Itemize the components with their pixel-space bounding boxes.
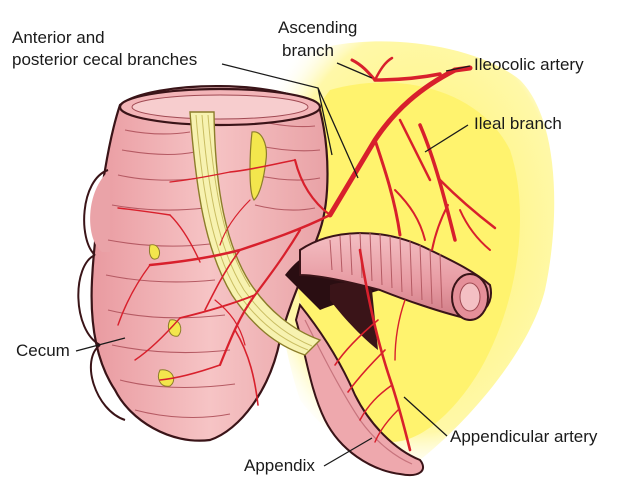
label-cecum: Cecum: [16, 341, 70, 360]
label-anterior-posterior-line2: posterior cecal branches: [12, 50, 198, 69]
leader-ileal: [424, 124, 469, 153]
leader-ascending: [336, 62, 373, 79]
label-ileal-branch: Ileal branch: [474, 114, 562, 133]
leader-cecal: [221, 63, 359, 179]
label-appendicular-artery: Appendicular artery: [450, 427, 598, 446]
label-ileocolic-artery: Ileocolic artery: [474, 55, 584, 74]
label-ascending-line1: Ascending: [278, 18, 358, 37]
leader-appendicular: [403, 396, 448, 437]
leader-cecum: [75, 337, 126, 352]
label-appendix: Appendix: [244, 456, 315, 475]
leader-ileocolic: [445, 65, 471, 72]
leader-lines: [75, 62, 471, 467]
leader-appendix: [323, 437, 373, 467]
label-ascending-line2: branch: [282, 41, 334, 60]
arteries: [117, 56, 497, 452]
cecum-folds: [105, 119, 321, 419]
haustra: [77, 169, 126, 421]
taenia-coli: [189, 111, 322, 356]
appendix: [294, 302, 425, 476]
ileum-folds: [329, 232, 443, 309]
label-anterior-posterior-line1: Anterior and: [12, 28, 105, 47]
